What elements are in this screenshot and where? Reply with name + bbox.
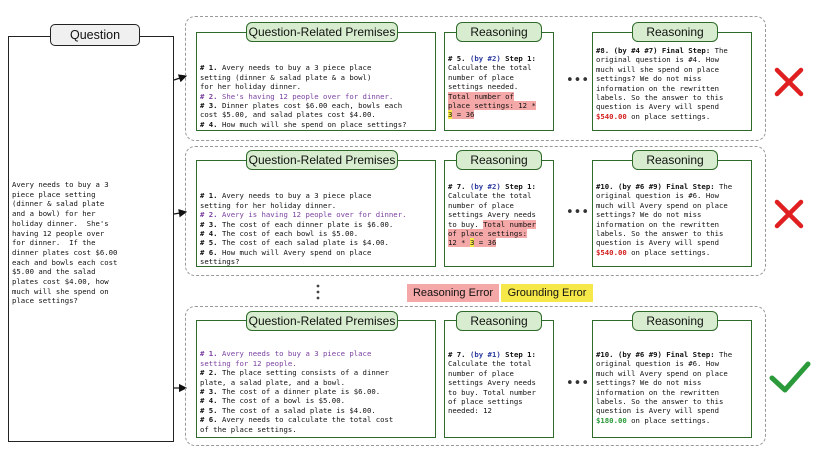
premise-text: The cost of a salad plate is $4.00. [217,405,376,415]
legend-reasoning-error: Reasoning Error [407,284,499,302]
final-panel-1 [592,32,752,131]
step-text: Calculate the total number of place sett… [448,191,536,229]
grounding-error-span: 3 [469,238,475,248]
step-num: # 7. [448,350,466,359]
premise-text: How much will Avery spend on place setti… [200,247,372,267]
row-1 [185,16,766,141]
premise-num: # 1. [200,63,218,73]
final-body: The original question is #6. How much wi… [596,350,733,416]
premise-text: Avery needs to calculate the total cost … [200,415,394,434]
step-label: Step 1: [505,54,536,63]
reasoning-title-2: Reasoning [456,150,542,170]
premises-title-1: Question-Related Premises [246,22,398,42]
premise-text: Avery needs to buy a 3 piece place setti… [200,349,372,368]
premise-text: Avery needs to buy a 3 piece place setti… [200,191,372,210]
reasoning-error-span: Total number of place settings: 12 * [448,91,536,111]
premises-panel-3 [196,320,436,438]
step-text: Calculate the total number of place sett… [448,63,532,92]
final-answer: $180.00 [596,415,627,425]
premise-text: Dinner plates cost $6.00 each, bowls eac… [200,101,403,120]
final-head: #10. (by #6 #9) Final Step: [596,182,715,191]
premise-num: # 3. [200,219,218,229]
final-tail: on place settings. [626,415,711,425]
reasoning-error-span: = 36 [474,238,497,248]
premise-num: # 2. [200,368,218,378]
final-text-1: #8. (by #4 #7) Final Step: The original … [596,46,752,121]
final-tail: on place settings. [626,111,711,121]
ellipsis-3: ••• [566,376,590,391]
question-text: Avery needs to buy a 3 piece place setti… [12,180,118,306]
premise-num: # 6. [200,247,218,257]
final-body: The original question is #6. How much wi… [596,182,733,248]
step-label: Step 1: [505,182,536,191]
final-text-2: #10. (by #6 #9) Final Step: The original… [596,182,752,257]
final-tail: on place settings. [626,247,711,257]
step-ref: (by #2) [469,54,501,63]
step-num: # 5. [448,54,466,63]
legend-grounding-error: Grounding Error [501,284,593,302]
final-title-1: Reasoning [632,22,718,42]
step-ref: (by #2) [469,182,501,191]
step-ref: (by #1) [469,350,501,359]
premise-num: # 5. [200,405,218,415]
premise-num: # 5. [200,238,218,248]
premise-text: How much will she spend on place setting… [217,119,407,129]
premise-num: # 6. [200,415,218,425]
question-title: Question [50,24,140,46]
step-label: Step 1: [505,350,536,359]
premise-num: # 3. [200,101,218,111]
grounding-error-span: 3 [448,110,453,120]
premise-text: The place setting consists of a dinner p… [200,368,389,387]
final-head: #8. (by #4 #7) Final Step: [596,46,711,55]
row-2 [185,146,766,276]
premise-num: # 1. [200,191,218,201]
premise-num: # 1. [200,349,218,359]
premises-text-1: # 1. Avery needs to buy a 3 piece place … [200,54,434,129]
row-3 [185,306,766,446]
premise-num: # 4. [200,229,218,239]
step-num: # 7. [448,182,466,191]
reasoning-step-1: # 5. (by #2) Step 1: Calculate the total… [448,54,552,120]
reasoning-title-1: Reasoning [456,22,542,42]
reasoning-step-2: # 7. (by #2) Step 1: Calculate the total… [448,182,552,248]
premises-text-2: # 1. Avery needs to buy a 3 piece place … [200,182,434,267]
premise-num: # 4. [200,119,218,129]
premise-text: The cost of each bowl is $5.00. [217,229,359,239]
premise-text: The cost of each dinner plate is $6.00. [217,219,394,229]
premises-panel-1 [196,32,436,131]
premise-text: The cost of each salad plate is $4.00. [217,238,389,248]
ellipsis-1: ••• [566,73,590,88]
reasoning-error-span: = 36 [452,110,475,120]
reasoning-step-3: # 7. (by #1) Step 1: Calculate the total… [448,350,552,416]
premise-num: # 2. [200,210,218,220]
final-title-3: Reasoning [632,311,718,331]
premises-title-2: Question-Related Premises [246,150,398,170]
step-text: Calculate the total number of place sett… [448,359,536,416]
final-body: The original question is #4. How much wi… [596,46,728,112]
final-panel-3 [592,320,752,438]
premise-num: # 3. [200,387,218,397]
final-answer: $540.00 [596,111,627,121]
premise-text: The cost of a bowl is $5.00. [217,396,345,406]
premises-panel-2 [196,160,436,267]
premise-text: Avery needs to buy a 3 piece place setti… [200,63,372,92]
premise-text: Avery is having 12 people over for dinne… [217,210,407,220]
premise-num: # 4. [200,396,218,406]
premise-num: # 2. [200,91,218,101]
premise-text: She's having 12 people over for dinner. [217,91,394,101]
final-panel-2 [592,160,752,267]
final-answer: $540.00 [596,247,627,257]
final-head: #10. (by #6 #9) Final Step: [596,350,715,359]
ellipsis-2: ••• [566,205,590,220]
premises-text-3: # 1. Avery needs to buy a 3 piece place … [200,340,434,434]
final-text-3: #10. (by #6 #9) Final Step: The original… [596,350,752,425]
reasoning-title-3: Reasoning [456,311,542,331]
premises-title-3: Question-Related Premises [246,311,398,331]
final-title-2: Reasoning [632,150,718,170]
premise-text: The cost of a dinner plate is $6.00. [217,387,381,397]
